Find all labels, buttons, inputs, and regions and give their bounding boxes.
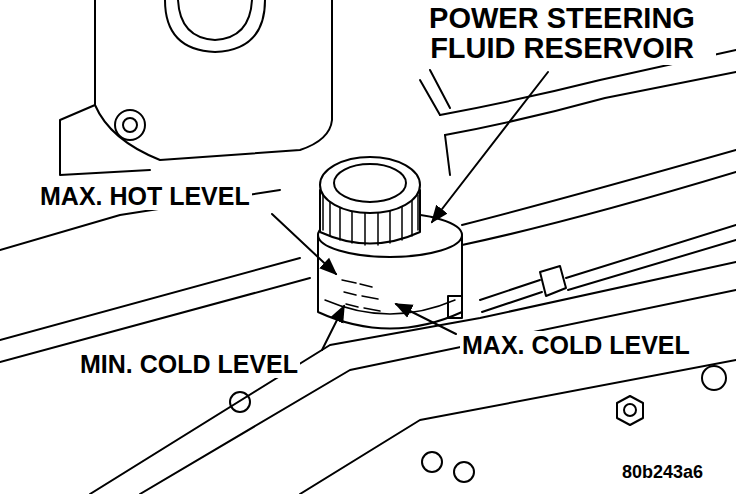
- bolt-head: [115, 110, 145, 140]
- mount-hole: [422, 452, 442, 472]
- tank-bracket: [60, 105, 150, 175]
- mount-hole: [454, 462, 474, 482]
- level-marks: [342, 280, 380, 311]
- leader-arrow: [432, 72, 548, 222]
- tank-cap: [165, 0, 265, 52]
- hex-bolt-center: [624, 404, 636, 416]
- harness: [445, 72, 736, 135]
- mount-hole: [230, 392, 250, 412]
- cap-center: [334, 164, 406, 202]
- tank-cap-rim: [178, 0, 252, 40]
- level-label: MIN. COLD LEVEL: [78, 350, 300, 378]
- leader-arrow: [322, 306, 344, 350]
- hex-bolt: [617, 396, 643, 425]
- leader-arrow: [272, 214, 336, 274]
- cap-top: [320, 157, 420, 213]
- retaining-clip: [448, 296, 462, 318]
- panel-edge: [300, 360, 736, 494]
- tank-outline: [95, 0, 332, 160]
- harness-clip: [420, 70, 450, 175]
- pressure-line: [480, 280, 542, 312]
- figure-code: 80b243a6: [620, 462, 705, 483]
- part-label: POWER STEERING FLUID RESERVOIR: [408, 2, 716, 65]
- level-label: MAX. COLD LEVEL: [460, 331, 692, 359]
- hose: [462, 150, 736, 225]
- bolt-center: [123, 118, 137, 132]
- frame-rail: [0, 258, 300, 340]
- mount-hole: [702, 366, 726, 390]
- level-label: MAX. HOT LEVEL: [38, 182, 252, 210]
- pressure-line: [566, 225, 736, 290]
- hose: [462, 172, 736, 245]
- line-fitting: [540, 266, 566, 296]
- leader-arrow: [396, 304, 456, 334]
